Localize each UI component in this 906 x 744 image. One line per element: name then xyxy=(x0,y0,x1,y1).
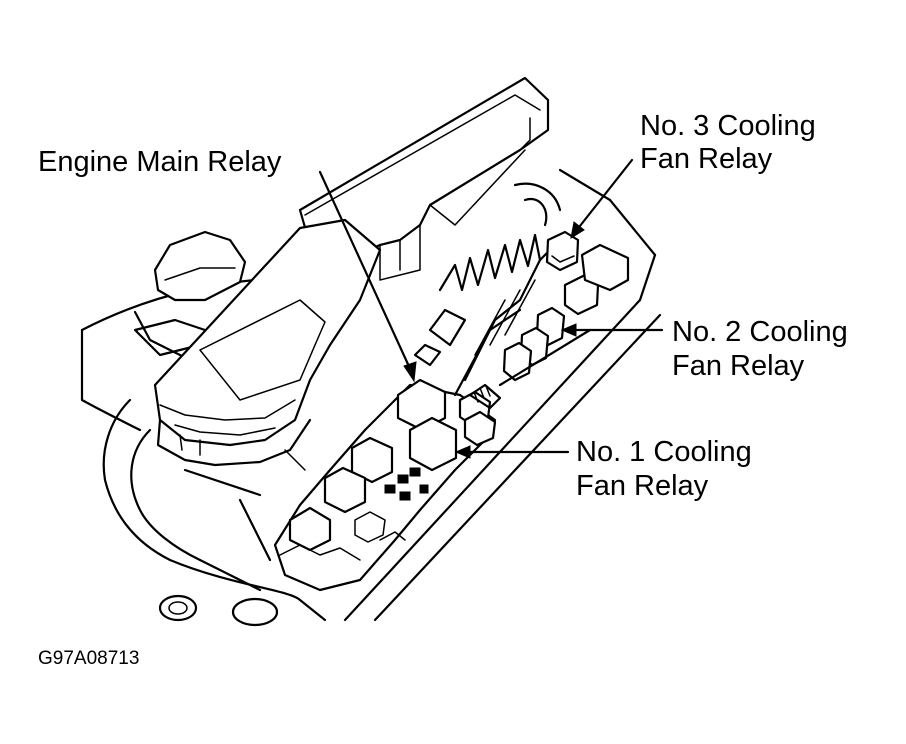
label-engine-main-relay: Engine Main Relay xyxy=(38,146,282,178)
engine-bay-outline xyxy=(80,168,662,627)
figure-code: G97A08713 xyxy=(38,648,140,669)
label-fan1-line1: No. 1 Cooling xyxy=(576,436,752,468)
label-fan3-line2: Fan Relay xyxy=(640,143,773,175)
air-intake-duct xyxy=(298,76,550,291)
fan3-arrowhead xyxy=(570,221,585,240)
label-fan2-line2: Fan Relay xyxy=(672,350,805,382)
main-relay-block xyxy=(273,378,502,592)
fan1-arrowhead xyxy=(454,445,471,459)
fan3-leader xyxy=(574,158,634,233)
label-fan2-line1: No. 2 Cooling xyxy=(672,316,848,348)
fuse-box-cover xyxy=(153,218,382,471)
right-relay-block xyxy=(498,230,630,387)
label-fan3-line1: No. 3 Cooling xyxy=(640,110,816,142)
label-fan1-line2: Fan Relay xyxy=(576,470,709,502)
engine-main-relay-arrowhead xyxy=(403,361,417,383)
engine-main-relay-leader xyxy=(318,170,414,375)
leader-lines xyxy=(318,158,664,459)
radiator-fins xyxy=(413,182,562,397)
fan2-arrowhead xyxy=(560,323,577,337)
